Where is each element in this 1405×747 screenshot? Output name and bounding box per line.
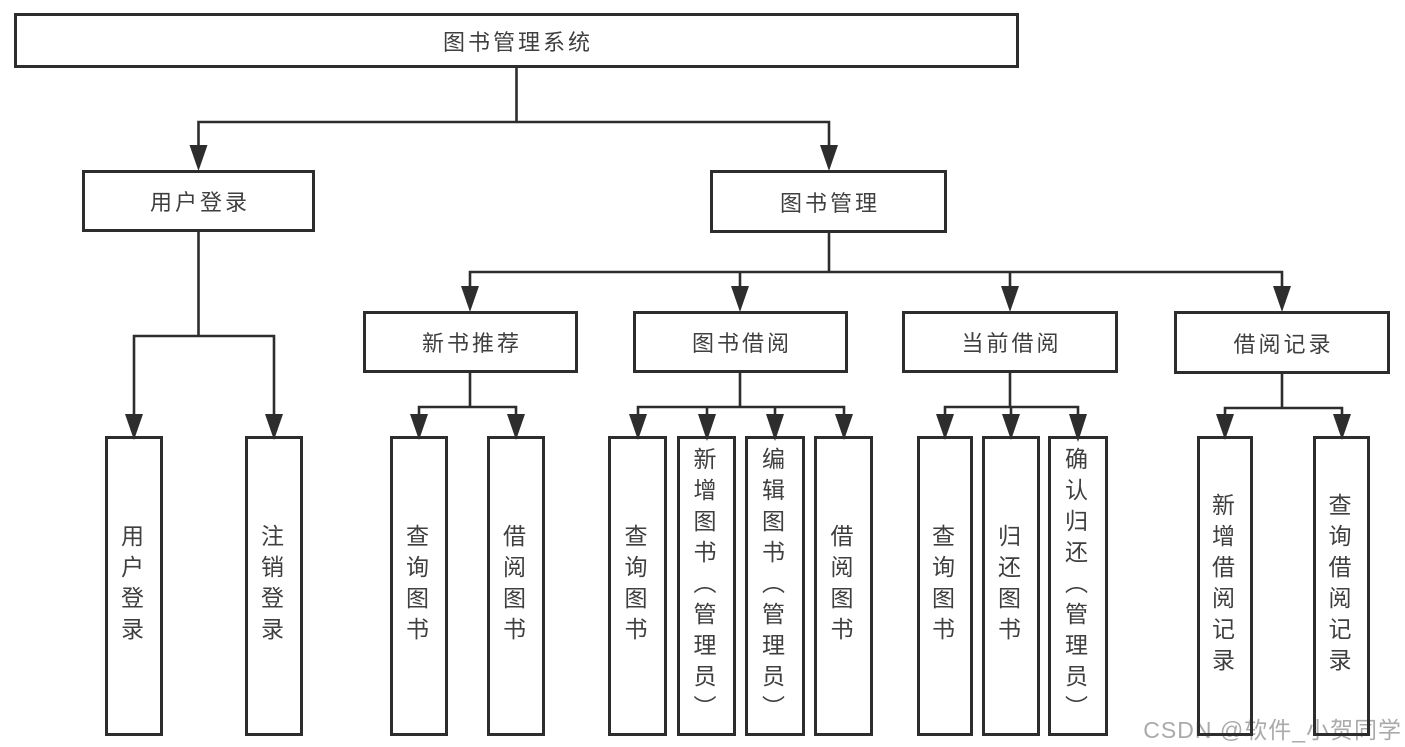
leaf-newbooks-query: 查询图书 <box>390 436 448 736</box>
node-group-new-books-label: 新书推荐 <box>421 331 522 356</box>
connector-records-split <box>1223 406 1344 420</box>
node-book-mgmt: 图书管理 <box>710 170 947 233</box>
arrowhead <box>189 145 208 171</box>
leaf-current-return: 归还图书 <box>982 436 1040 736</box>
leaf-current-query-label: 查询图书 <box>928 524 955 648</box>
leaf-user-login-label: 用户登录 <box>117 524 144 648</box>
leaf-borrow-add: 新增图书（管理员） <box>677 436 736 736</box>
node-group-book-borrow-label: 图书借阅 <box>691 331 792 356</box>
connector-level1 <box>197 120 831 150</box>
watermark: CSDN @软件_小贺同学 <box>1143 717 1402 743</box>
node-group-current-borrow-label: 当前借阅 <box>961 331 1062 356</box>
node-root: 图书管理系统 <box>14 13 1019 68</box>
leaf-borrow-query: 查询图书 <box>608 436 667 736</box>
node-group-borrow-records-label: 借阅记录 <box>1233 331 1334 357</box>
leaf-records-query: 查询借阅记录 <box>1313 436 1370 736</box>
leaf-borrow-edit-label: 编辑图书（管理员） <box>758 446 785 726</box>
node-group-book-borrow: 图书借阅 <box>633 311 848 373</box>
node-root-label: 图书管理系统 <box>442 29 593 55</box>
leaf-borrow-borrow: 借阅图书 <box>814 436 873 736</box>
leaf-borrow-borrow-label: 借阅图书 <box>827 524 853 648</box>
connector-current-split <box>943 405 1080 420</box>
arrowhead <box>1273 286 1291 312</box>
connector-newbooks-split <box>417 405 518 420</box>
arrowhead <box>820 145 838 171</box>
leaf-current-confirm-return: 确认归还（管理员） <box>1048 436 1108 736</box>
leaf-logout-label: 注销登录 <box>257 524 284 648</box>
leaf-newbooks-borrow: 借阅图书 <box>487 436 545 736</box>
leaf-records-add: 新增借阅记录 <box>1197 436 1253 736</box>
arrowhead <box>731 286 749 312</box>
node-group-current-borrow: 当前借阅 <box>902 311 1118 373</box>
arrowhead <box>461 286 479 312</box>
connector-borrow-split <box>636 405 846 420</box>
leaf-current-confirm-return-label: 确认归还（管理员） <box>1061 446 1088 726</box>
leaf-records-add-label: 新增借阅记录 <box>1208 493 1235 679</box>
leaf-records-query-label: 查询借阅记录 <box>1325 493 1351 679</box>
node-group-new-books: 新书推荐 <box>363 311 578 373</box>
node-group-borrow-records: 借阅记录 <box>1174 311 1390 374</box>
node-user-login-label: 用户登录 <box>149 190 250 215</box>
node-user-login: 用户登录 <box>82 170 315 232</box>
arrowhead <box>1001 286 1019 312</box>
node-book-mgmt-label: 图书管理 <box>779 190 880 216</box>
connector-userlogin-split <box>132 334 276 420</box>
leaf-newbooks-borrow-label: 借阅图书 <box>499 524 526 648</box>
leaf-borrow-edit: 编辑图书（管理员） <box>745 436 805 736</box>
leaf-borrow-add-label: 新增图书（管理员） <box>690 446 716 726</box>
leaf-current-return-label: 归还图书 <box>994 524 1021 648</box>
leaf-newbooks-query-label: 查询图书 <box>402 524 429 648</box>
leaf-current-query: 查询图书 <box>917 436 973 736</box>
connector-level2 <box>468 270 1284 292</box>
leaf-borrow-query-label: 查询图书 <box>621 524 647 648</box>
leaf-logout: 注销登录 <box>245 436 303 736</box>
leaf-user-login: 用户登录 <box>105 436 163 736</box>
